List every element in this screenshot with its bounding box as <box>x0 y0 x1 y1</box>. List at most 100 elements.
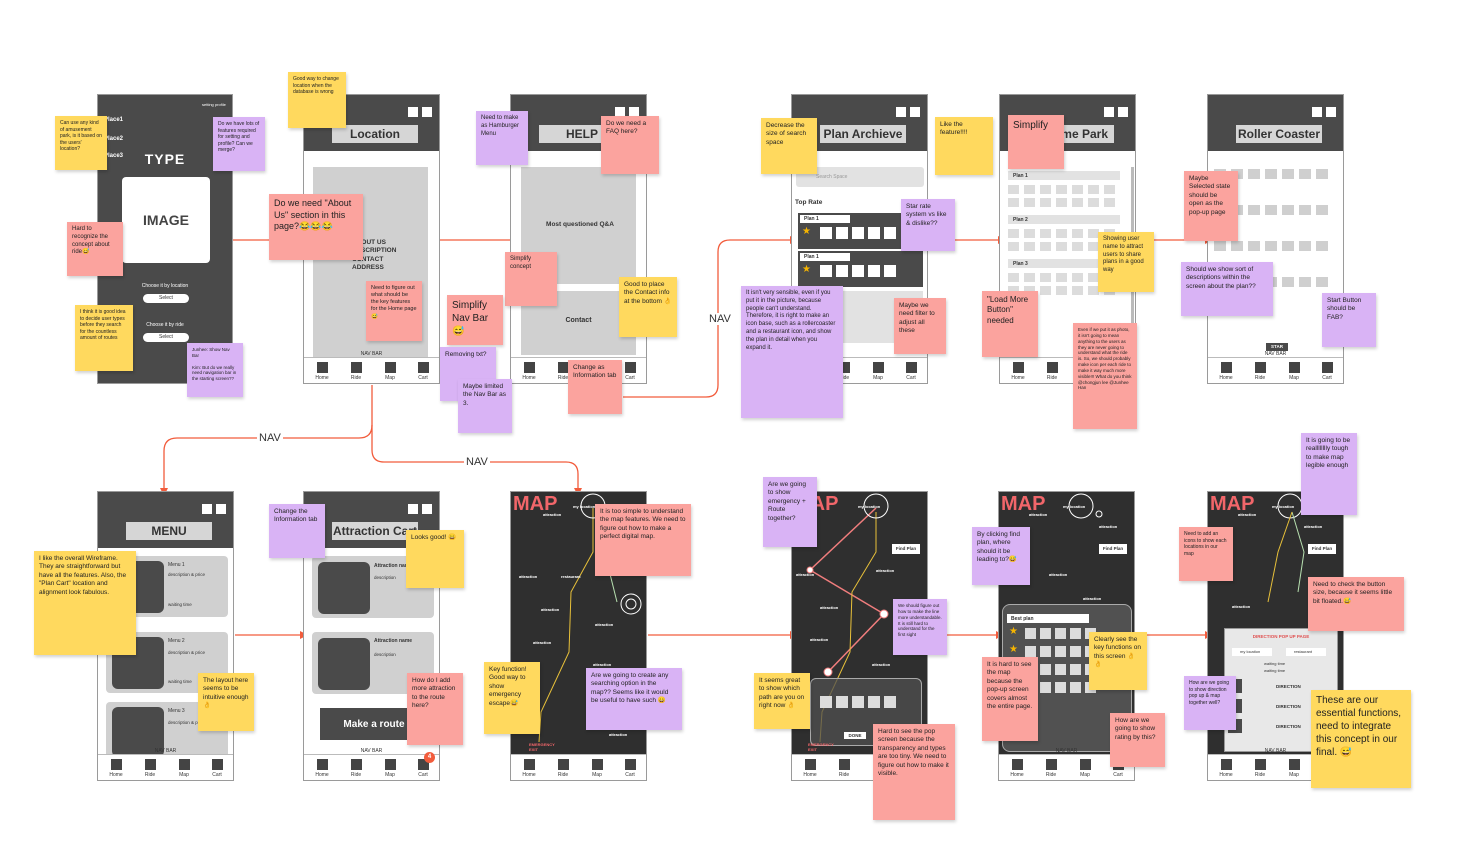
sticky-note[interactable]: Hard to see the pop screen because the t… <box>873 724 955 820</box>
select-ride-button[interactable]: Select <box>143 333 189 342</box>
sticky-note[interactable]: Star rate system vs like & dislike?? <box>901 199 955 251</box>
sticky-note[interactable]: It is going to be realllllllly tough to … <box>1301 433 1357 515</box>
sticky-note[interactable]: Simplify Nav Bar 😅 <box>447 295 503 345</box>
nav-ride[interactable]: Ride <box>1245 362 1275 381</box>
nav-home[interactable]: Home <box>307 362 337 381</box>
sticky-note[interactable]: Need to check the button size, because i… <box>1308 577 1404 631</box>
sticky-note[interactable]: I like the overall Wireframe. They are s… <box>34 551 136 655</box>
nav-map[interactable]: Map <box>1070 759 1100 778</box>
sticky-note[interactable]: Hard to recognize the concept about ride… <box>67 222 123 276</box>
setting-icon[interactable] <box>1104 107 1114 117</box>
sticky-note[interactable]: Decrease the size of search space <box>761 118 817 174</box>
nav-ride[interactable]: Ride <box>829 362 859 381</box>
nav-home[interactable]: Home <box>307 759 337 778</box>
star-button[interactable] <box>1266 343 1288 351</box>
setting-icon[interactable] <box>1312 107 1322 117</box>
nav-ride[interactable]: Ride <box>1037 362 1067 381</box>
sticky-note[interactable]: Need to make as Hamburger Menu <box>476 111 528 165</box>
nav-home[interactable]: Home <box>795 759 825 778</box>
sticky-note[interactable]: How are we going to show rating by this? <box>1110 713 1165 767</box>
to-field[interactable] <box>1286 648 1326 656</box>
nav-cart[interactable]: Cart <box>202 759 232 778</box>
nav-home[interactable]: Home <box>514 759 544 778</box>
setting-icon[interactable] <box>202 504 212 514</box>
nav-cart[interactable]: Cart <box>408 362 438 381</box>
sticky-note[interactable]: It isn't very sensible, even if you put … <box>741 286 843 418</box>
setting-icon[interactable] <box>408 504 418 514</box>
sticky-note[interactable]: The layout here seems to be intuitive en… <box>198 673 254 731</box>
nav-map[interactable]: Map <box>863 362 893 381</box>
search-field[interactable] <box>796 167 924 187</box>
nav-cart[interactable]: Cart <box>1312 362 1342 381</box>
find-plan-button[interactable] <box>1099 544 1127 554</box>
sticky-note[interactable]: Simplify <box>1008 115 1064 169</box>
nav-home[interactable]: Home <box>1211 362 1241 381</box>
nav-ride[interactable]: Ride <box>829 759 859 778</box>
sticky-note[interactable]: It is too simple to understand the map f… <box>595 504 691 576</box>
nav-ride[interactable]: Ride <box>548 362 578 381</box>
done-button[interactable] <box>844 732 866 739</box>
sticky-note[interactable]: Clearly see the key functions on this sc… <box>1089 632 1147 690</box>
sticky-note[interactable]: Are we going to show emergency + Route t… <box>763 477 817 547</box>
sticky-note[interactable]: How are we going to show direction pop u… <box>1184 676 1236 730</box>
setting-icon[interactable] <box>896 107 906 117</box>
nav-cart[interactable]: Cart <box>615 759 645 778</box>
sticky-note[interactable]: Do we have lots of features required for… <box>213 117 265 171</box>
sticky-note[interactable]: "Load More Button" needed <box>982 291 1038 357</box>
sticky-note[interactable]: We should figure out how to make the lin… <box>893 599 947 655</box>
nav-map[interactable]: Map <box>582 759 612 778</box>
sticky-note[interactable]: Maybe Selected state should be open as t… <box>1184 171 1238 241</box>
sticky-note[interactable]: Need to figure out what should be the ke… <box>366 281 422 341</box>
nav-cart[interactable]: Cart <box>896 362 926 381</box>
sticky-note[interactable]: I think it is good idea to decide user t… <box>75 305 133 371</box>
nav-ride[interactable]: Ride <box>341 759 371 778</box>
nav-ride[interactable]: Ride <box>135 759 165 778</box>
sticky-note[interactable]: Are we going to create any searching opt… <box>586 668 682 730</box>
sticky-note[interactable]: Need to add an icons to show each locati… <box>1179 527 1233 581</box>
sticky-note[interactable]: It is hard to see the map because the po… <box>982 657 1038 741</box>
place-tab[interactable]: Place3 <box>104 153 124 159</box>
nav-ride[interactable]: Ride <box>1245 759 1275 778</box>
sticky-note[interactable]: It seems great to show which path are yo… <box>754 673 810 729</box>
from-field[interactable] <box>1232 648 1272 656</box>
sticky-note[interactable]: Good to place the Contact info at the bo… <box>619 277 677 337</box>
nav-home[interactable]: Home <box>1003 362 1033 381</box>
nav-ride[interactable]: Ride <box>1036 759 1066 778</box>
profile-icon[interactable] <box>629 107 639 117</box>
profile-icon[interactable] <box>216 504 226 514</box>
sticky-note[interactable]: Simplify concept <box>505 252 557 306</box>
sticky-note[interactable]: Do we need "About Us" section in this pa… <box>269 194 363 260</box>
sticky-note[interactable]: Start Button should be FAB? <box>1322 293 1376 347</box>
sticky-note[interactable]: Good way to change location when the dat… <box>288 72 346 128</box>
profile-icon[interactable] <box>1326 107 1336 117</box>
find-plan-button[interactable] <box>892 544 920 554</box>
profile-icon[interactable] <box>1118 107 1128 117</box>
nav-home[interactable]: Home <box>514 362 544 381</box>
sticky-note[interactable]: Change the Information tab <box>269 504 325 558</box>
sticky-note[interactable]: Should we show sort of descriptions with… <box>1181 262 1273 316</box>
sticky-note[interactable]: Maybe we need filter to adjust all these <box>894 298 946 354</box>
sticky-note[interactable]: Change as Information tab <box>568 360 622 414</box>
place-tab[interactable]: Place2 <box>104 136 124 142</box>
nav-map[interactable]: Map <box>1279 362 1309 381</box>
place-tab[interactable]: Place1 <box>104 117 124 123</box>
sticky-note[interactable]: Key function! Good way to show emergency… <box>484 662 540 734</box>
setting-icon[interactable] <box>615 107 625 117</box>
nav-map[interactable]: Map <box>375 362 405 381</box>
sticky-note[interactable]: By clicking find plan, where should it b… <box>972 527 1030 585</box>
nav-ride[interactable]: Ride <box>341 362 371 381</box>
nav-map[interactable]: Map <box>169 759 199 778</box>
sticky-note[interactable]: Showing user name to attract users to sh… <box>1098 232 1154 292</box>
nav-ride[interactable]: Ride <box>548 759 578 778</box>
sticky-note[interactable]: Do we need a FAQ here? <box>601 116 659 174</box>
sticky-note[interactable]: Looks good! 😄 <box>406 530 464 588</box>
nav-home[interactable]: Home <box>101 759 131 778</box>
profile-icon[interactable] <box>422 504 432 514</box>
select-location-button[interactable]: Select <box>143 294 189 303</box>
nav-home[interactable]: Home <box>1002 759 1032 778</box>
find-plan-button[interactable] <box>1308 544 1336 554</box>
sticky-note[interactable]: Can use any kind of amusement park, is i… <box>55 116 107 170</box>
profile-icon[interactable] <box>422 107 432 117</box>
sticky-note[interactable]: Like the feature!!!! <box>935 117 993 175</box>
sticky-note[interactable]: Junhee: Show Nav Bar Kim: But do we real… <box>187 343 243 397</box>
